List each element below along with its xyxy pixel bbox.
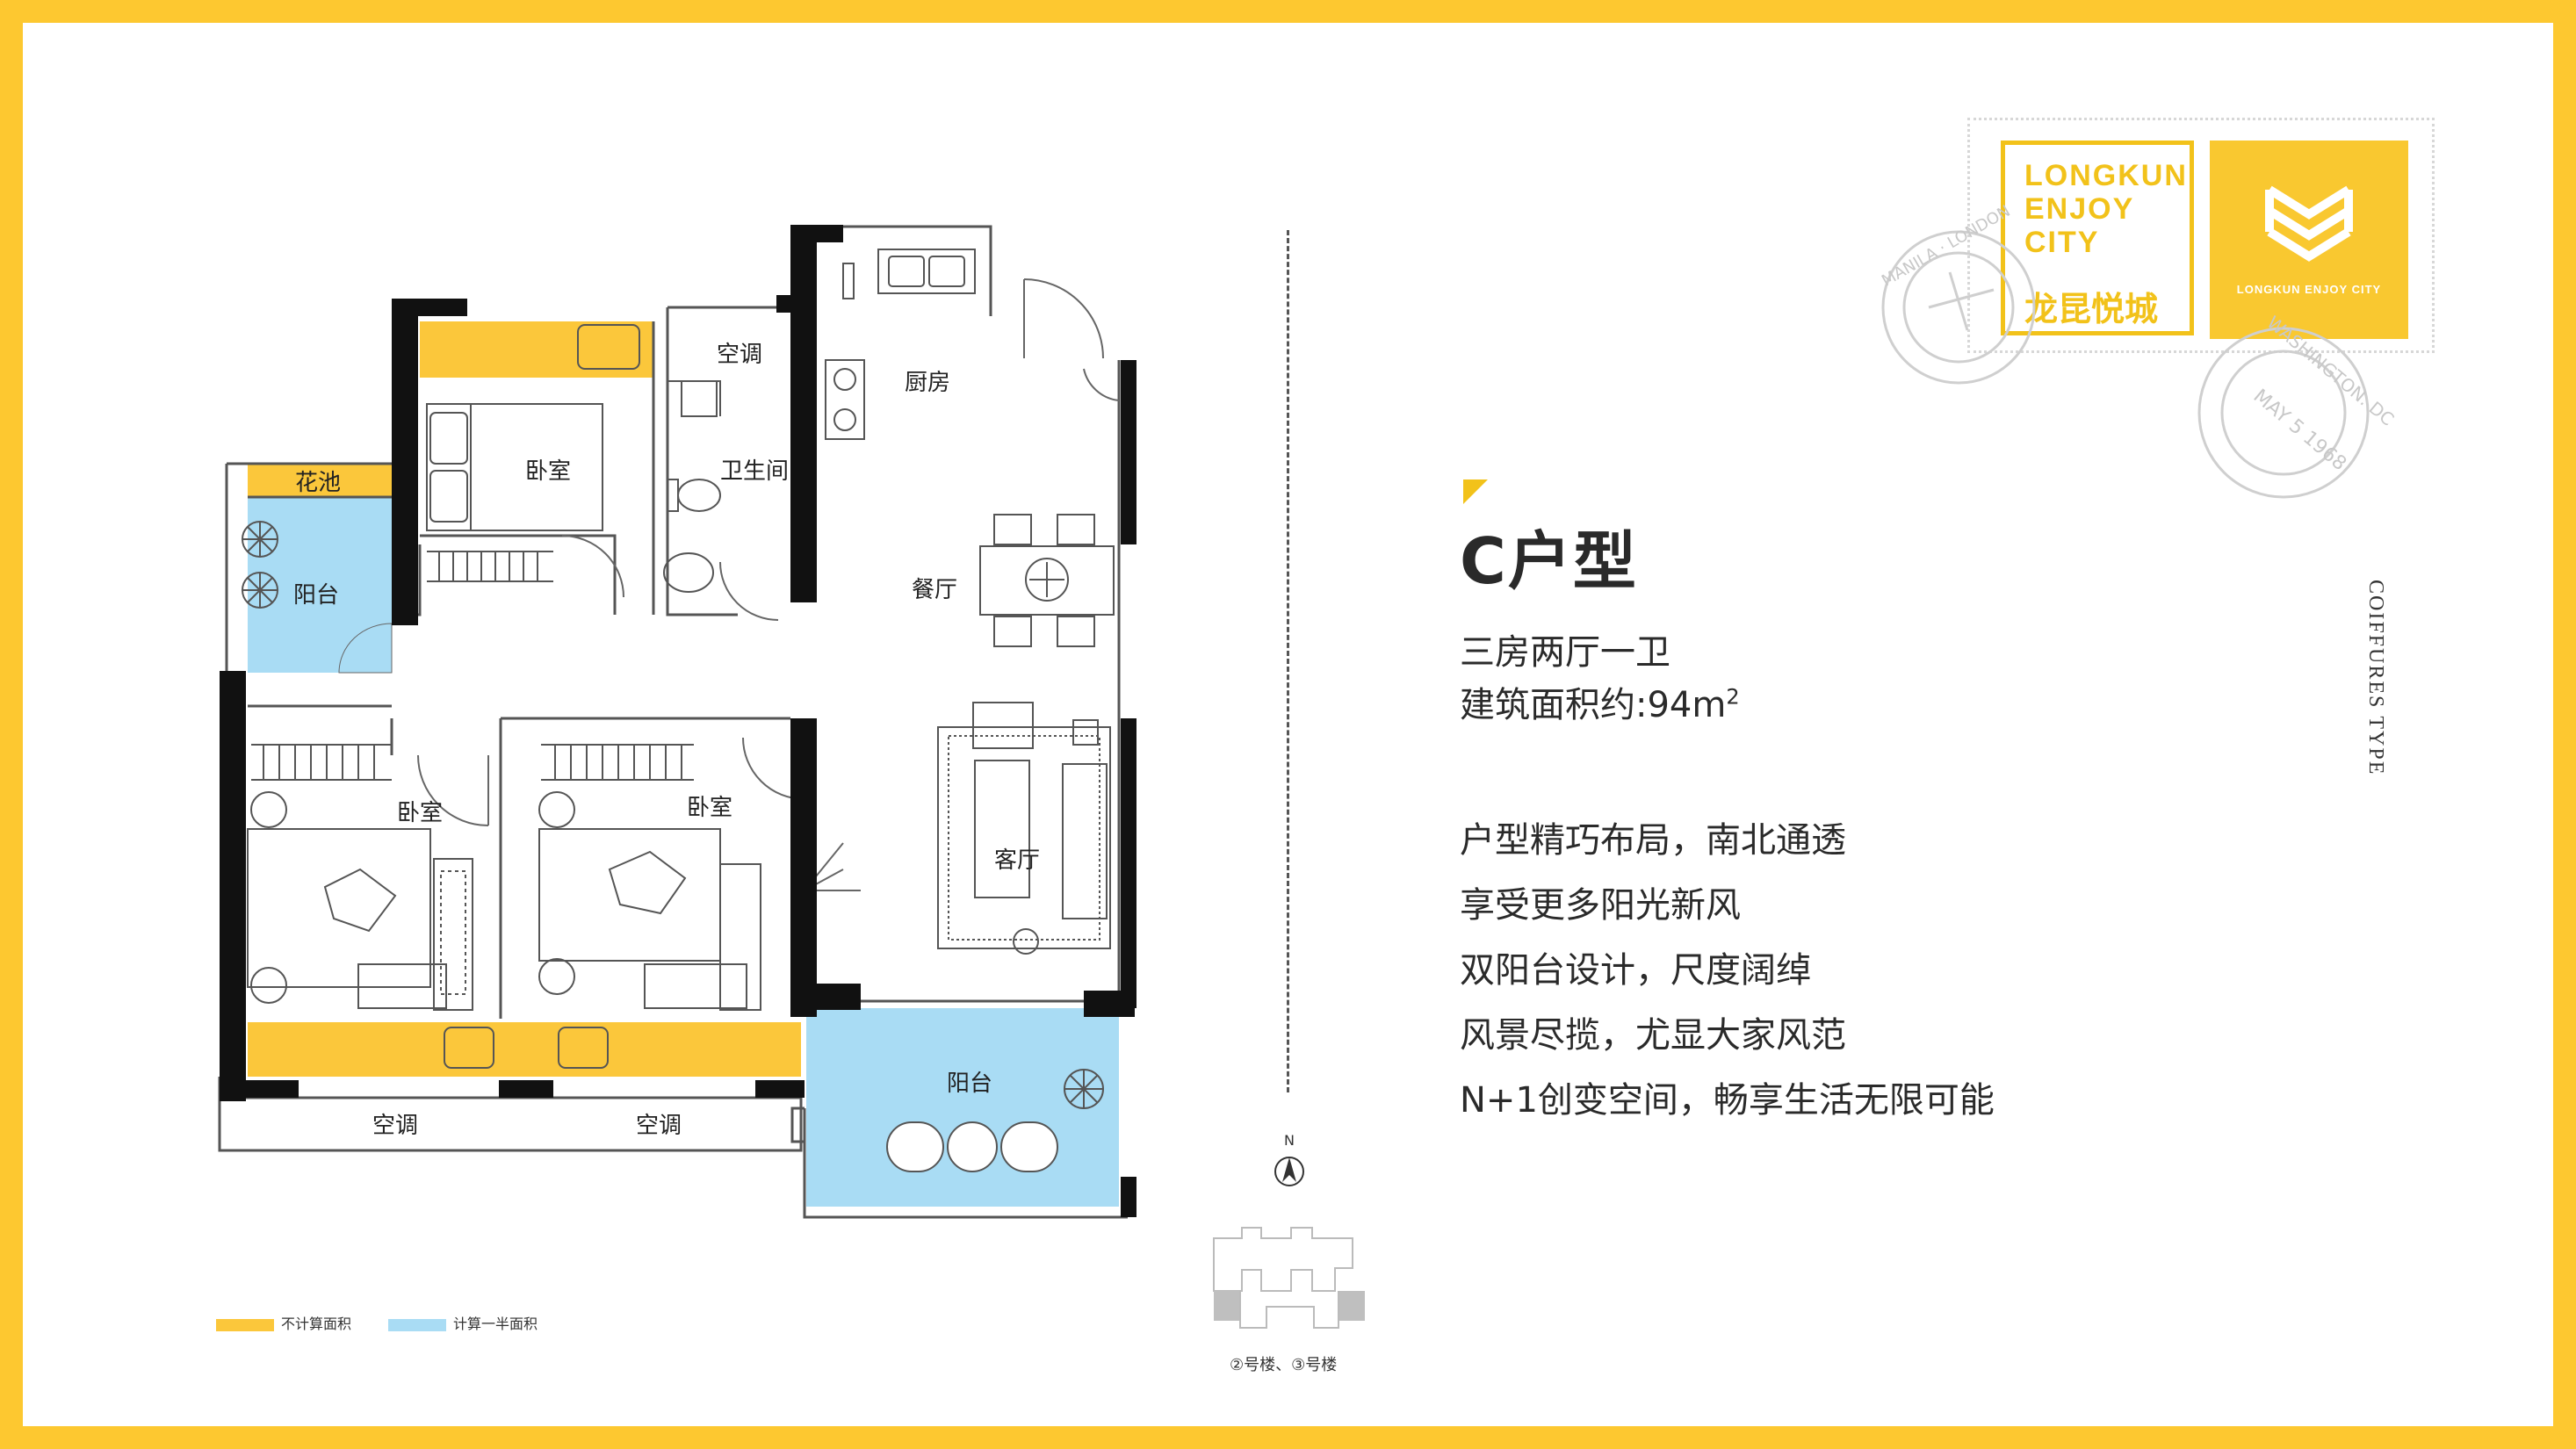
feature-item: N+1创变空间，畅享生活无限可能 xyxy=(1460,1080,1995,1121)
bedroom-door-swing xyxy=(417,754,489,826)
feature-item: 风景尽揽，尤显大家风范 xyxy=(1460,1015,1846,1056)
compass-north-label: N xyxy=(1284,1132,1295,1149)
south-balcony-area xyxy=(806,1008,1119,1207)
room-label-living: 客厅 xyxy=(994,847,1040,874)
legend-item-non-area: 不计算面积 xyxy=(216,1312,351,1333)
postmark-date-text: MAY 5 1968 xyxy=(2249,386,2350,476)
room-label-bedroom-s: 卧室 xyxy=(687,795,732,821)
feature-list: 户型精巧布局，南北通透 享受更多阳光新风 双阳台设计，尺度阔绰 风景尽揽，尤显大… xyxy=(1460,808,1995,1133)
room-label-dining: 餐厅 xyxy=(912,577,957,603)
legend-label: 不计算面积 xyxy=(281,1316,352,1332)
legend-item-half-area: 计算一半面积 xyxy=(388,1312,538,1333)
legend-swatch-blue xyxy=(388,1318,446,1331)
building-site-map xyxy=(1213,1227,1365,1329)
room-label-bathroom: 卫生间 xyxy=(720,458,789,485)
room-label-balcony-south: 阳台 xyxy=(947,1071,992,1097)
postmark-manila-text: MANILA · LONDON xyxy=(1879,202,2013,291)
dining-table xyxy=(979,545,1115,616)
side-text-line2: TYPE xyxy=(2364,716,2387,776)
vertical-divider xyxy=(1287,230,1289,1092)
room-label-flower-bed: 花池 xyxy=(295,470,341,496)
feature-item: 户型精巧布局，南北通透 xyxy=(1460,820,1846,861)
feature-item: 享受更多阳光新风 xyxy=(1460,885,1741,926)
brand-small-label: LONGKUN ENJOY CITY xyxy=(2236,283,2382,296)
flower-bed-area xyxy=(248,464,392,497)
south-yellow-strip xyxy=(248,1022,801,1077)
west-balcony-door-swing xyxy=(338,623,393,674)
side-vertical-text: COIFFURES TYPE xyxy=(2363,580,2389,775)
compass: N xyxy=(1274,1132,1304,1186)
building-label: ②号楼、③号楼 xyxy=(1230,1356,1338,1374)
feature-item: 双阳台设计，尺度阔绰 xyxy=(1460,950,1811,991)
room-label-balcony-west: 阳台 xyxy=(293,582,339,609)
unit-area-label: 建筑面积约:94m xyxy=(1460,685,1727,725)
brand-name-en: LONGKUN ENJOY CITY xyxy=(2024,159,2188,259)
legend-label: 计算一半面积 xyxy=(453,1316,538,1332)
unit-area: 建筑面积约:94m2 xyxy=(1460,676,1740,727)
brand-name-cn: 龙昆悦城 xyxy=(2024,290,2159,328)
postmark-stamps: MANILA · LONDON WASHINGTON. DC MAY 5 196… xyxy=(1879,202,2399,499)
room-label-ac-south-2: 空调 xyxy=(636,1113,682,1139)
unit-area-sup: 2 xyxy=(1726,684,1740,710)
side-text-line1: COIFFURES xyxy=(2364,580,2387,710)
unit-title: C户型 xyxy=(1460,524,1638,598)
legend-swatch-yellow xyxy=(216,1318,274,1331)
kitchen-door-swing xyxy=(1023,278,1104,359)
room-label-kitchen: 厨房 xyxy=(905,370,950,396)
room-label-ac-south-1: 空调 xyxy=(372,1113,418,1139)
unit-layout: 三房两厅一卫 xyxy=(1460,632,1670,673)
room-label-bedroom-sw: 卧室 xyxy=(397,800,443,826)
room-label-ac-north: 空调 xyxy=(717,342,762,368)
chevron-logo-icon xyxy=(2265,185,2353,262)
brand-logo-stamp: LONGKUN ENJOY CITY xyxy=(2210,141,2408,339)
room-label-bedroom-north: 卧室 xyxy=(525,458,571,485)
